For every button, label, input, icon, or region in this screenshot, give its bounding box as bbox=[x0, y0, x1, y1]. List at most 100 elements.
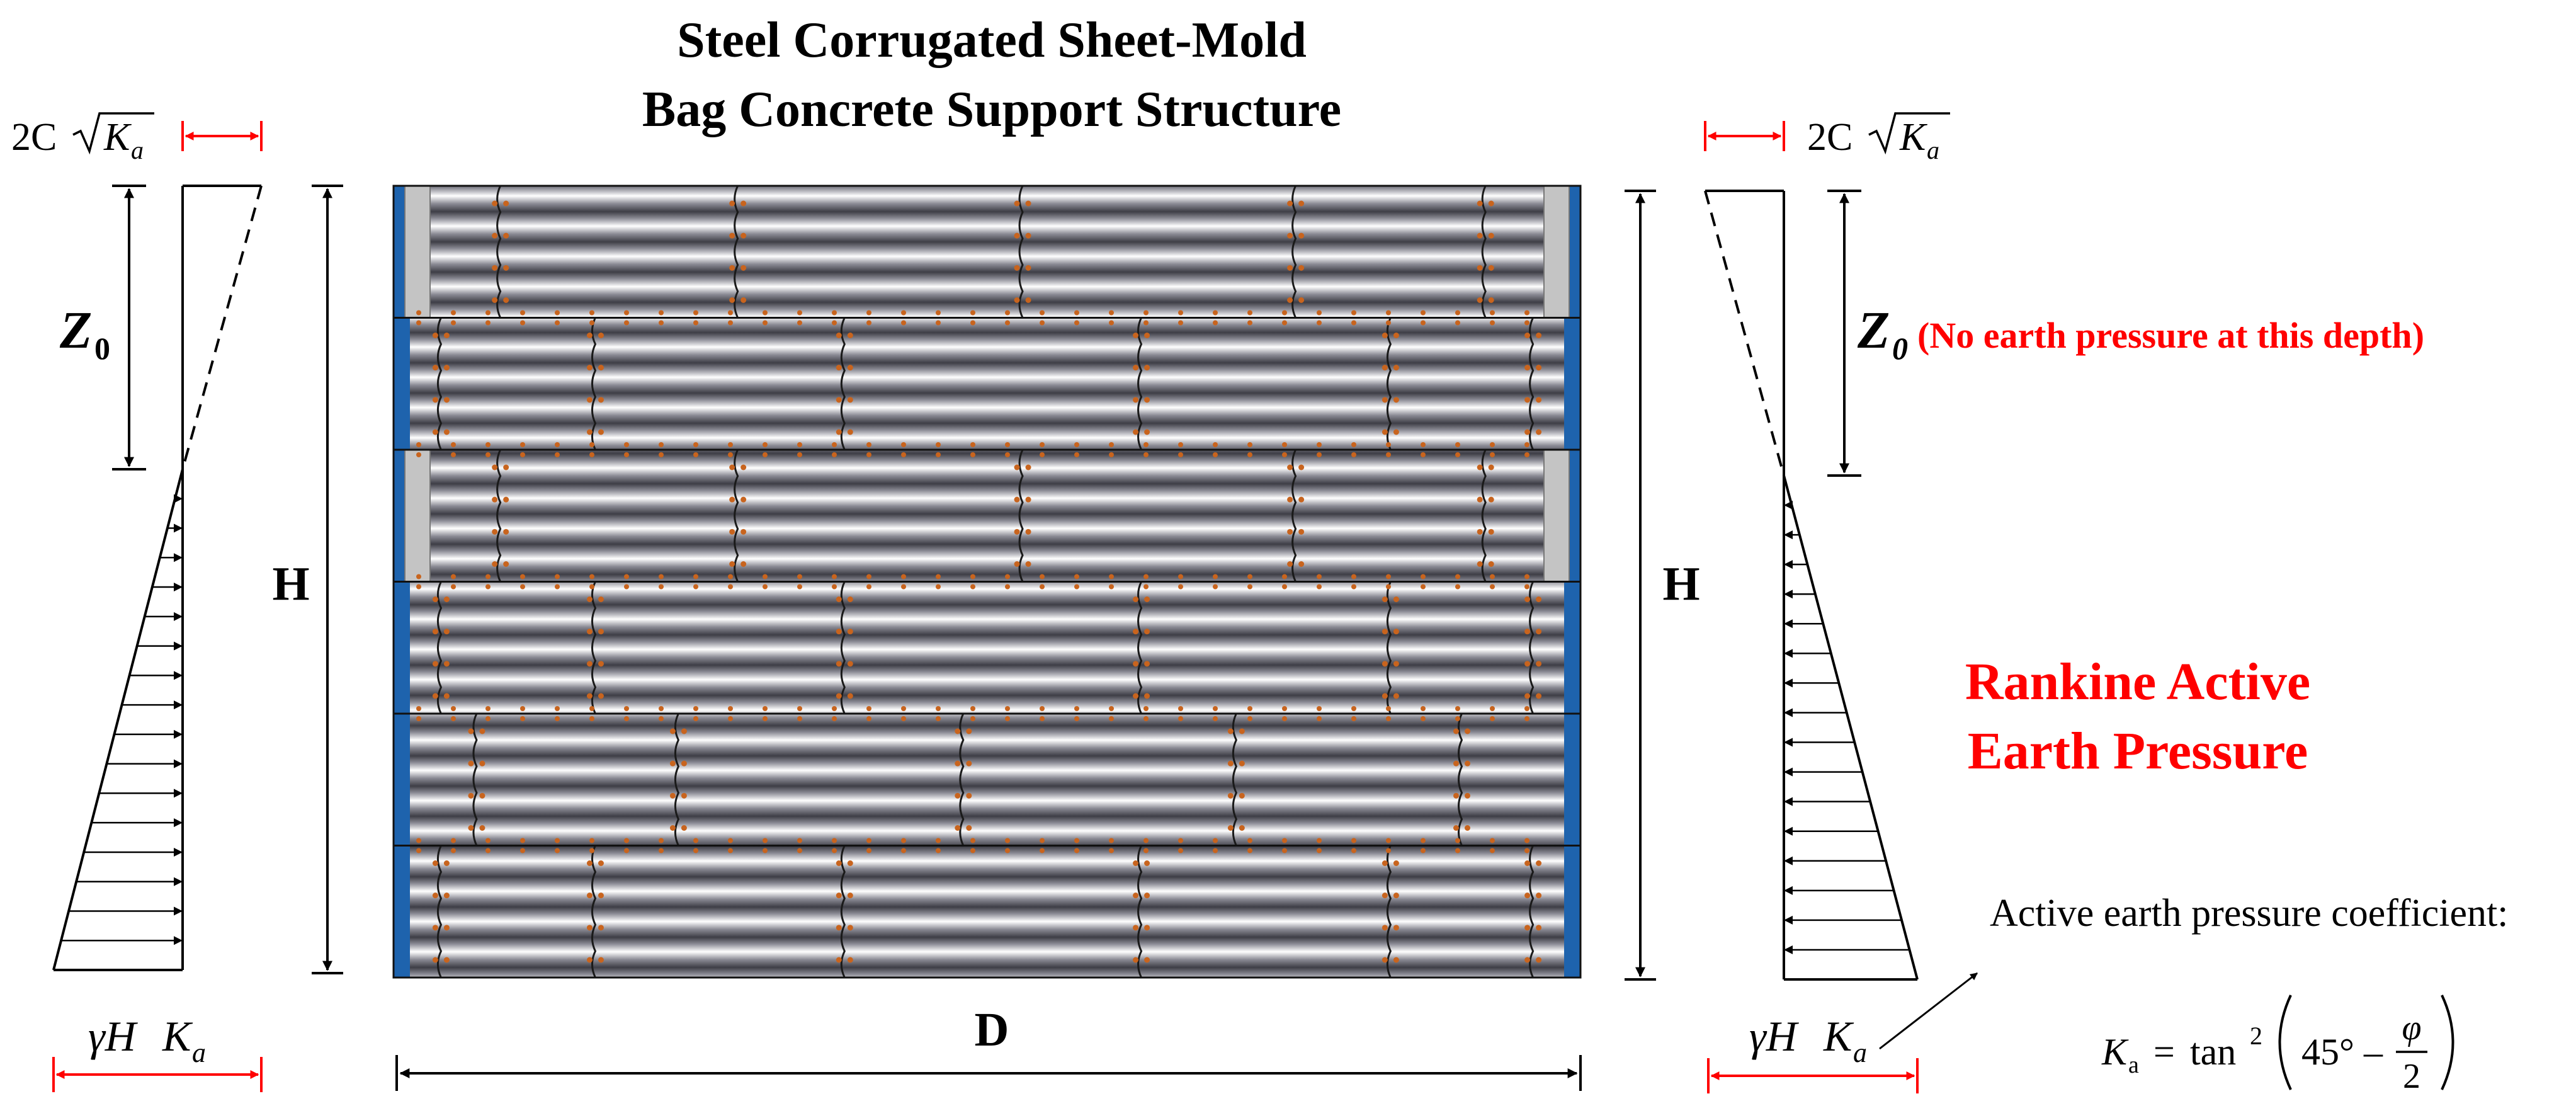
rivet bbox=[1382, 365, 1388, 371]
seam-rivet bbox=[832, 452, 837, 457]
seam-rivet bbox=[1213, 320, 1218, 326]
rivet bbox=[1524, 365, 1531, 371]
rivet bbox=[740, 528, 747, 535]
rivet bbox=[1014, 200, 1020, 207]
seam-rivet bbox=[555, 838, 560, 843]
left-gamma-k: K bbox=[162, 1012, 193, 1060]
rivet bbox=[1382, 429, 1388, 435]
seam-rivet bbox=[589, 320, 594, 326]
seam-rivet bbox=[936, 838, 941, 843]
end-plate-grey bbox=[404, 185, 431, 319]
rivet bbox=[836, 596, 842, 602]
seam-rivet bbox=[1386, 706, 1391, 711]
seam-rivet bbox=[1351, 442, 1356, 447]
panel-joint bbox=[472, 713, 478, 847]
seam-rivet bbox=[1490, 442, 1495, 447]
rivet bbox=[955, 760, 961, 767]
seam-rivet bbox=[1455, 574, 1460, 579]
rivet bbox=[1465, 728, 1470, 734]
rivet bbox=[443, 333, 450, 338]
right-height-dimension: H bbox=[1625, 190, 1700, 981]
pressure-arrow-head bbox=[174, 553, 183, 562]
seam-rivet bbox=[1247, 574, 1252, 579]
rivet bbox=[432, 893, 438, 899]
right-gamma-k: K bbox=[1823, 1012, 1854, 1060]
rivet bbox=[836, 629, 842, 635]
panel-joint bbox=[1481, 185, 1487, 319]
seam-rivet bbox=[1317, 584, 1322, 590]
seam-rivet bbox=[1247, 716, 1252, 721]
structure-row bbox=[392, 706, 1582, 847]
rivet bbox=[1133, 429, 1139, 435]
rivet bbox=[443, 925, 450, 931]
rivet bbox=[1536, 860, 1542, 866]
seam-rivet bbox=[1074, 848, 1079, 853]
structure-row bbox=[392, 442, 1582, 583]
seam-rivet bbox=[936, 706, 941, 711]
panel-joint bbox=[1291, 449, 1297, 583]
seam-rivet bbox=[1074, 716, 1079, 721]
seam-rivet bbox=[555, 716, 560, 721]
seam-rivet bbox=[693, 706, 698, 711]
seam-rivet bbox=[970, 706, 975, 711]
rivet bbox=[1298, 496, 1305, 503]
seam-rivet bbox=[1317, 310, 1322, 316]
panel-joint bbox=[1386, 581, 1392, 714]
seam-rivet bbox=[832, 310, 837, 316]
pressure-arrow-head bbox=[174, 523, 183, 533]
seam-rivet bbox=[1317, 706, 1322, 711]
seam-rivet bbox=[797, 584, 802, 590]
pressure-arrow-head bbox=[1784, 856, 1793, 865]
seam-rivet bbox=[659, 716, 664, 721]
seam-rivet bbox=[1317, 320, 1322, 326]
seam-rivet bbox=[763, 310, 768, 316]
panel-joint bbox=[591, 845, 597, 978]
end-plate-grey bbox=[1543, 449, 1570, 583]
rivet bbox=[1382, 629, 1388, 635]
rivet bbox=[1287, 464, 1293, 471]
seam-rivet bbox=[1351, 838, 1356, 843]
seam-rivet bbox=[1074, 706, 1079, 711]
seam-rivet bbox=[624, 442, 629, 447]
rivet bbox=[1382, 893, 1388, 899]
formula-right-paren bbox=[2441, 995, 2454, 1090]
seam-rivet bbox=[1421, 310, 1426, 316]
end-cap-blue bbox=[1569, 186, 1580, 318]
rivet bbox=[847, 333, 853, 338]
seam-rivet bbox=[1040, 310, 1045, 316]
rivet bbox=[1014, 232, 1020, 239]
seam-rivet bbox=[1074, 452, 1079, 457]
rivet bbox=[586, 925, 593, 931]
seam-rivet bbox=[728, 310, 733, 316]
rivet bbox=[432, 365, 438, 371]
rivet bbox=[1465, 825, 1470, 831]
right-sqrt-k-sub: a bbox=[1927, 136, 1939, 164]
seam-rivet bbox=[1005, 838, 1010, 843]
rivet bbox=[681, 728, 687, 734]
seam-rivet bbox=[624, 716, 629, 721]
rivet bbox=[503, 297, 509, 303]
seam-rivet bbox=[1351, 310, 1356, 316]
seam-rivet bbox=[1109, 574, 1114, 579]
rivet bbox=[1144, 693, 1150, 699]
seam-rivet bbox=[1282, 452, 1287, 457]
seam-rivet bbox=[1213, 848, 1218, 853]
seam-rivet bbox=[589, 848, 594, 853]
rivet bbox=[503, 265, 509, 271]
seam-rivet bbox=[901, 716, 906, 721]
pressure-arrow-head bbox=[174, 612, 183, 621]
rivet bbox=[468, 792, 474, 799]
rivet bbox=[1382, 925, 1388, 931]
rivet bbox=[1227, 792, 1234, 799]
rivet bbox=[432, 596, 438, 602]
corrugated-panel bbox=[394, 450, 1580, 582]
rivet bbox=[598, 957, 604, 963]
pressure-arrow-head bbox=[1784, 708, 1793, 717]
rivet bbox=[740, 561, 747, 567]
rivet bbox=[598, 333, 604, 338]
rivet bbox=[1144, 397, 1150, 403]
seam-rivet bbox=[555, 310, 560, 316]
seam-rivet bbox=[970, 574, 975, 579]
rivet bbox=[1477, 232, 1483, 239]
rivet bbox=[1014, 496, 1020, 503]
